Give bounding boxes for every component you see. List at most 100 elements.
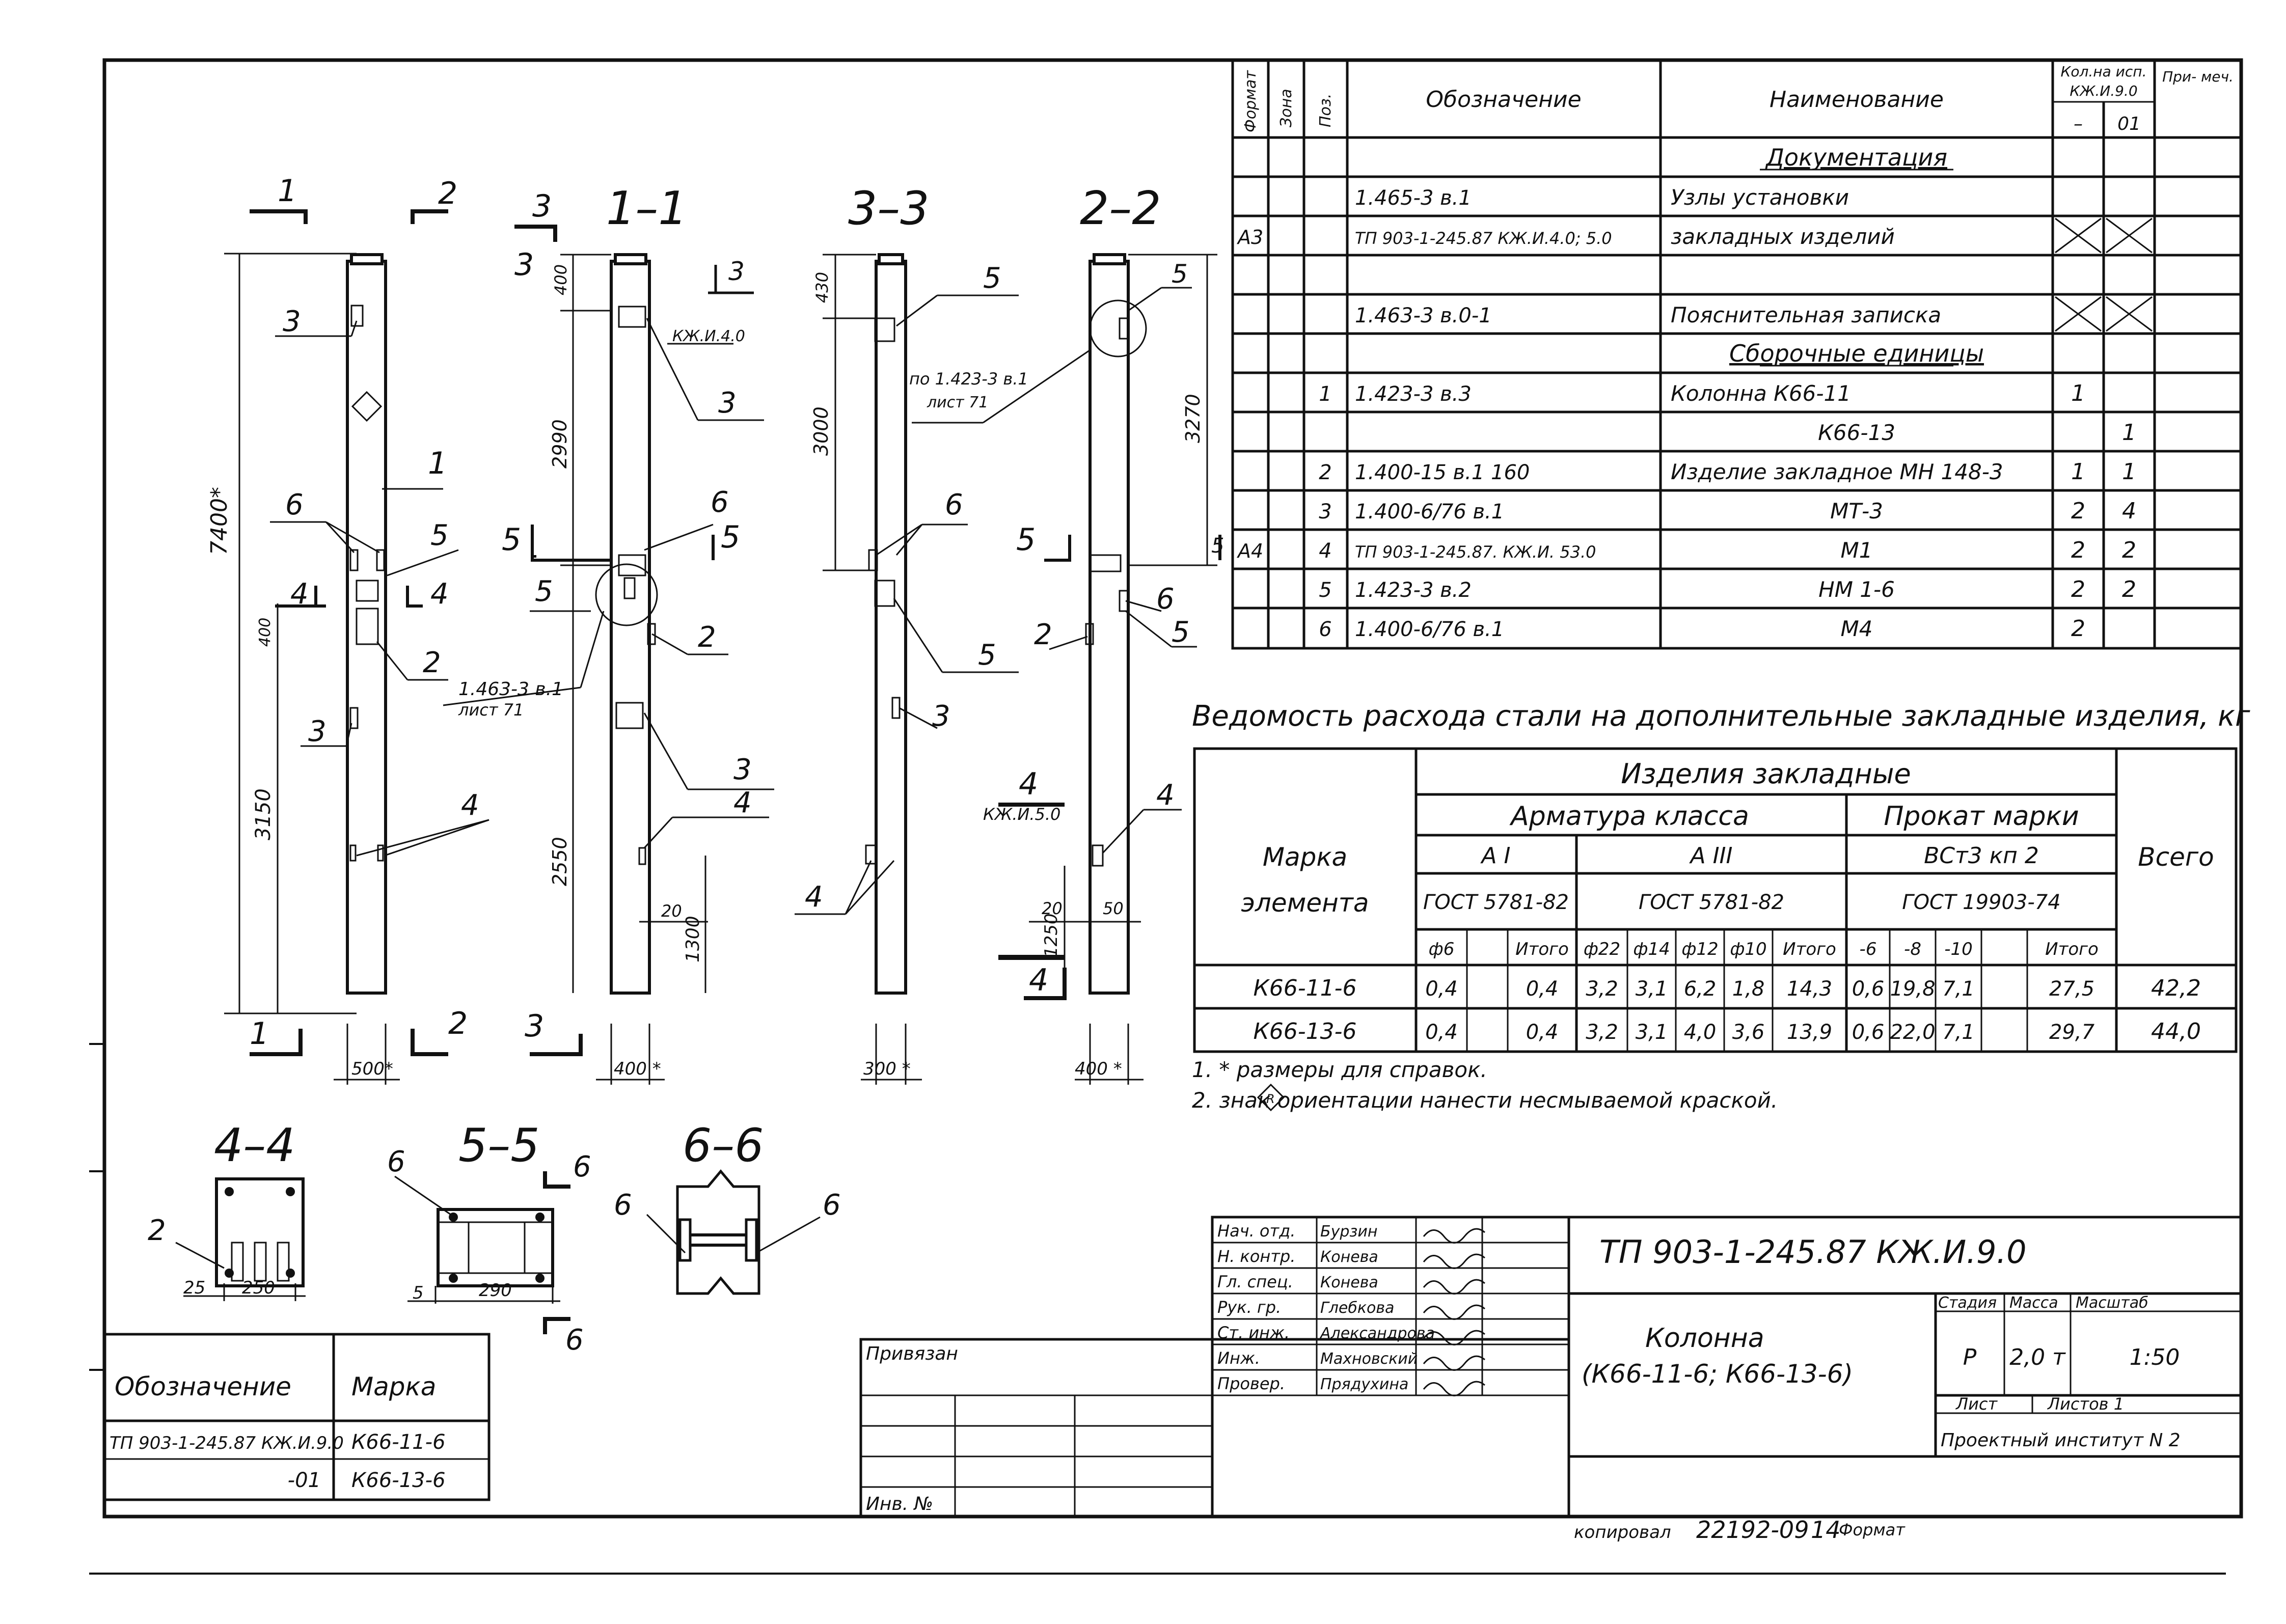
dim-7400: 7400* (206, 487, 232, 555)
title-scale-header: Масштаб (2076, 1294, 2148, 1312)
signature-icon (1423, 1279, 1485, 1295)
dim-20a: 20 (661, 901, 682, 921)
spec-row-qty2: 4 (2122, 498, 2136, 524)
section-6-6: 6–6 6 6 (614, 1119, 841, 1295)
lead-4d: 4 (1156, 779, 1175, 812)
steel-cell: 27,5 (2049, 977, 2094, 1001)
steel-cell: 14,3 (1787, 977, 1832, 1001)
steel-cell: 3,1 (1636, 1021, 1668, 1044)
spec-row-qty2: 1 (2122, 420, 2136, 446)
steel-cell: 29,7 (2049, 1021, 2095, 1044)
note-1: 1. * размеры для справок. (1192, 1057, 1487, 1082)
steel-total: Всего (2138, 842, 2214, 872)
role-title: Провер. (1217, 1374, 1285, 1393)
ref-1423: по 1.423-3 в.1 (909, 369, 1028, 389)
steel-gost2: ГОСТ 5781-82 (1639, 891, 1784, 914)
spec-row-qty2: 2 (2122, 576, 2136, 602)
steel-col-header: ф10 (1730, 939, 1766, 959)
dim-2990: 2990 (549, 419, 571, 469)
signature-icon (1423, 1228, 1485, 1244)
section-5-5: 5–5 5 290 6 6 6 (387, 1119, 591, 1357)
steel-cell: 3,1 (1636, 977, 1668, 1001)
dim-400d: 400 * (1075, 1059, 1122, 1079)
ref-1463: 1.463-3 в.1 (458, 679, 563, 700)
title-scale: 1:50 (2130, 1344, 2180, 1370)
dim-400: 400 (256, 618, 274, 647)
spec-row-name: НМ 1-6 (1818, 577, 1895, 602)
spec-row-name: К66-13 (1818, 420, 1895, 445)
lead-3b: 3 (308, 715, 326, 748)
signature-icon (1423, 1330, 1485, 1345)
steel-col-header: Итого (2045, 939, 2099, 959)
spec-row-name: Колонна К66-11 (1671, 381, 1851, 406)
steel-row-total: 44,0 (2151, 1019, 2201, 1044)
spec-row-designation: 1.423-3 в.3 (1355, 382, 1472, 406)
lead-5f: 5 (1172, 616, 1190, 649)
dim-20b: 20 (1042, 899, 1063, 918)
steel-cell: 3,2 (1586, 1021, 1618, 1044)
lead-6b: 6 (711, 486, 729, 519)
spec-row-pos: 6 (1319, 618, 1331, 641)
lead-6f: 6 (614, 1189, 632, 1222)
steel-cell: 6,2 (1684, 977, 1717, 1001)
lead-3d: 3 (733, 753, 752, 786)
spec-header-qty-col2: 01 (2117, 114, 2141, 134)
dim-3000: 3000 (810, 406, 832, 456)
marks-row2-mark: К66-13-6 (351, 1469, 446, 1492)
spec-row-designation: 1.400-15 в.1 160 (1355, 461, 1530, 484)
dim-3150: 3150 (252, 788, 275, 840)
title-mass-header: Масса (2009, 1294, 2058, 1312)
spec-row-pos: 3 (1319, 500, 1331, 524)
steel-cell: 7,1 (1942, 977, 1975, 1001)
role-person: Прядухина (1320, 1375, 1408, 1393)
lead-2b: 2 (698, 621, 716, 654)
cut-5-left-b: 5 (1016, 522, 1036, 558)
role-title: Ст. инж. (1217, 1323, 1290, 1342)
spec-header-name: Наименование (1770, 87, 1944, 113)
spec-row-name: Пояснительная записка (1671, 302, 1941, 327)
spec-header-qty-doc: КЖ.И.9.0 (2070, 82, 2137, 99)
spec-row-designation: ТП 903-1-245.87. КЖ.И. 53.0 (1355, 542, 1596, 562)
spec-row-qty1: 1 (2071, 380, 2085, 406)
title-organization: Проектный институт N 2 (1941, 1430, 2181, 1451)
lead-4b: 4 (733, 786, 752, 819)
dim-1300: 1300 (683, 916, 703, 962)
lead-3a: 3 (283, 305, 301, 338)
cut-4-label-top: 4 (1019, 766, 1038, 802)
role-title: Гл. спец. (1217, 1272, 1293, 1291)
column-elevation: 7400* 3150 400 500* 1 2 1 2 4 4 3 (206, 173, 489, 1085)
role-title: Рук. гр. (1217, 1298, 1281, 1317)
role-title: Нач. отд. (1217, 1221, 1295, 1241)
section-4-4: 4–4 25 250 2 (148, 1119, 306, 1301)
spec-row-qty1: 2 (2071, 498, 2085, 524)
lead-6e: 6 (387, 1145, 405, 1178)
spec-row-designation: 1.423-3 в.2 (1355, 579, 1472, 602)
lead-5b: 5 (535, 575, 553, 608)
footer-number: 22192-09 (1696, 1516, 1809, 1544)
steel-cell: 0,4 (1526, 977, 1559, 1001)
cut-1-top: 1 (278, 173, 297, 209)
spec-header-designation: Обозначение (1426, 87, 1581, 113)
dim-400c: 400 * (614, 1059, 661, 1079)
cut-3-top: 3 (532, 188, 552, 224)
spec-row-section: Документация (1765, 144, 1947, 171)
steel-col-header: ф14 (1633, 939, 1670, 959)
spec-row-qty1: 1 (2071, 459, 2085, 485)
spec-row-name: М1 (1841, 538, 1873, 563)
steel-embedded: Изделия закладные (1621, 758, 1911, 790)
steel-rolled: Прокат марки (1884, 801, 2079, 832)
spec-row-pos: 1 (1319, 382, 1331, 406)
lead-6a: 6 (285, 488, 304, 521)
signature-icon (1423, 1253, 1485, 1269)
dim-400b: 400 (551, 264, 570, 295)
section-1-1: 1–1 400 2990 2550 1300 20 400 * 3 3 3 5 … (443, 182, 774, 1085)
lead-6g: 6 (823, 1189, 841, 1222)
steel-cell: 3,2 (1586, 977, 1618, 1001)
steel-cell: 0,4 (1425, 977, 1458, 1001)
lead-4a: 4 (461, 789, 479, 822)
spec-row-format: А3 (1236, 226, 1263, 249)
inventory-label: Инв. № (866, 1494, 933, 1515)
